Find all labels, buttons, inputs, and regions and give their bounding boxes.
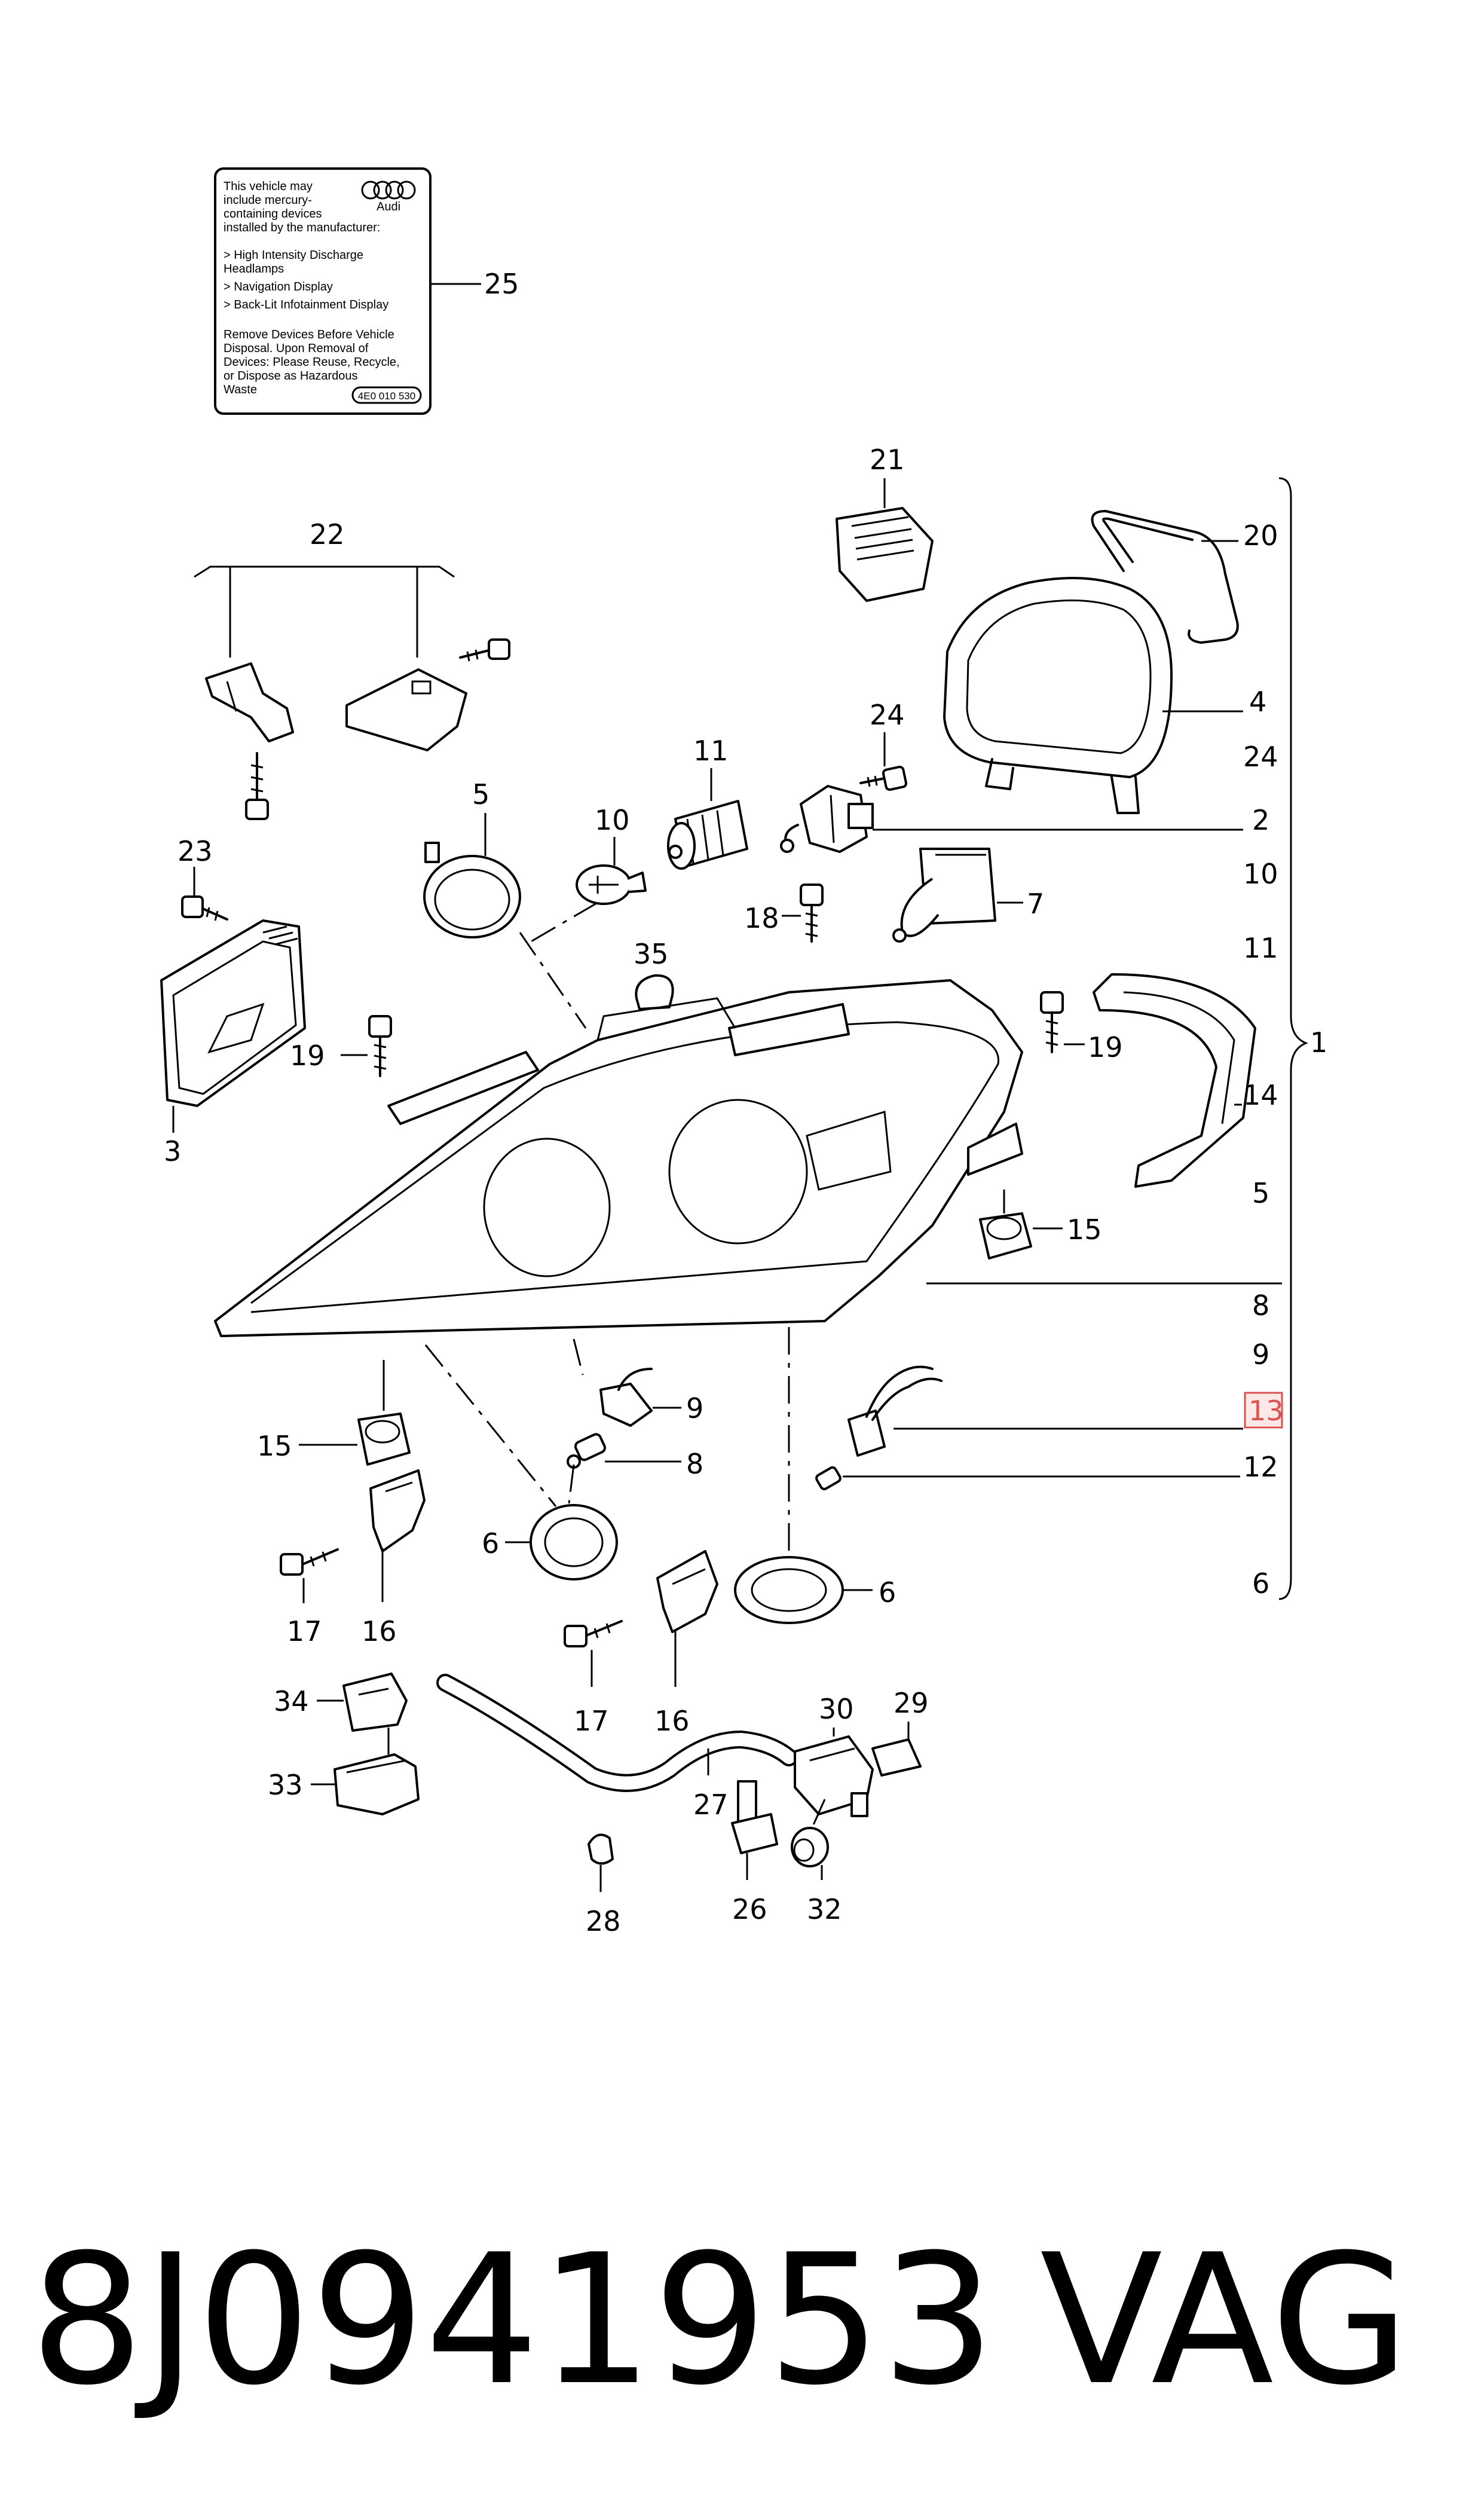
bulb-holder-9: [599, 1368, 653, 1427]
bulb-socket-2: [780, 785, 874, 853]
warning-label-text: This vehicle may include mercury- contai…: [224, 180, 403, 396]
xenon-bulb-7: [892, 848, 996, 943]
callout-24: 24: [870, 699, 905, 731]
callout-14: 14: [1243, 1079, 1278, 1111]
grommet-32: [791, 1827, 829, 1867]
callout-16-left: 16: [362, 1615, 397, 1647]
trim-strip-14: [1093, 973, 1256, 1188]
cover-ring-5: [423, 842, 521, 938]
callout-13-highlight[interactable]: [1244, 1392, 1283, 1429]
screw-23: [181, 895, 228, 921]
warning-label-card: [214, 167, 432, 415]
callout-23: 23: [178, 835, 213, 867]
callout-21: 21: [870, 444, 905, 476]
callout-18: 18: [744, 902, 779, 934]
bracket-set-22: [194, 565, 467, 751]
footer-brand: VAG: [1040, 2216, 1409, 2425]
bracket-16-right: [656, 1550, 718, 1633]
callout-34: 34: [274, 1685, 309, 1717]
bracket-16-left: [369, 1469, 426, 1552]
label-code-text: 4E0 010 530: [358, 390, 415, 402]
callout-28: 28: [586, 1905, 621, 1937]
callout-2: 2: [1252, 804, 1269, 836]
callout-22: 22: [310, 518, 345, 551]
callout-20: 20: [1243, 519, 1278, 552]
headlamp-housing-1: [214, 979, 1023, 1337]
plug-35: [635, 974, 674, 1010]
callout-10: 10: [595, 804, 630, 836]
bulb-8-left: [567, 1433, 606, 1469]
callout-6-left: 6: [482, 1527, 499, 1560]
callout-4: 4: [1249, 686, 1266, 718]
callout-25: 25: [484, 268, 519, 300]
callout-3: 3: [164, 1135, 181, 1167]
callout-26: 26: [732, 1893, 767, 1925]
assembly-line-5: [519, 932, 587, 1029]
bulb-holder-11: [667, 800, 748, 870]
screw-19-left: [368, 1015, 392, 1077]
washer-pump-30: [794, 1735, 874, 1817]
grommet-6-left: [530, 1504, 618, 1580]
callout-24-list: 24: [1243, 741, 1278, 773]
mount-15-right: [979, 1212, 1032, 1259]
mount-15-left: [357, 1413, 411, 1466]
screw-24: [859, 765, 908, 791]
callout-19-left: 19: [290, 1040, 325, 1072]
footer-part-number: 8J0941953: [30, 2216, 995, 2425]
control-unit-3: [160, 919, 306, 1107]
callout-16-right: 16: [654, 1705, 690, 1737]
callout-12: 12: [1243, 1451, 1278, 1483]
nozzle-26: [731, 1780, 778, 1854]
screw-18: [800, 883, 824, 943]
callout-15-right: 15: [1067, 1213, 1102, 1246]
callout-19-right: 19: [1088, 1031, 1123, 1063]
callout-8: 8: [686, 1448, 703, 1480]
callout-9-list: 9: [1252, 1338, 1269, 1371]
callout-6-right: 6: [879, 1576, 896, 1609]
callout-27: 27: [693, 1789, 729, 1821]
clip-29: [871, 1738, 922, 1777]
warning-label-25: Audi This vehicle may include mercury- c…: [214, 167, 432, 415]
callout-29: 29: [894, 1687, 929, 1719]
callout-17-left: 17: [287, 1615, 322, 1647]
callout-5-list: 5: [1252, 1177, 1269, 1209]
callout-9: 9: [686, 1392, 703, 1424]
screw-22b: [245, 752, 269, 820]
audi-rings-logo: Audi: [361, 181, 416, 213]
callout-5: 5: [472, 778, 489, 811]
bulb-12: [815, 1466, 842, 1491]
clip-34: [342, 1673, 408, 1732]
screw-17-left: [280, 1548, 339, 1576]
assembly-bracket-1: [1278, 477, 1309, 1600]
callout-32: 32: [807, 1893, 842, 1925]
callout-33: 33: [268, 1769, 303, 1801]
callout-8-list: 8: [1252, 1289, 1269, 1322]
wire-clip-20: [1091, 510, 1239, 644]
callout-6-list: 6: [1252, 1567, 1269, 1600]
callout-17-right: 17: [574, 1705, 609, 1737]
callout-1: 1: [1310, 1026, 1327, 1059]
callout-13[interactable]: 13: [1249, 1395, 1284, 1427]
callout-10-list: 10: [1243, 858, 1278, 890]
clip-33: [333, 1753, 420, 1815]
callout-7: 7: [1027, 888, 1044, 920]
lamp-socket-13: [847, 1365, 943, 1457]
callout-30: 30: [819, 1693, 854, 1725]
clip-28: [588, 1833, 614, 1865]
screw-22a: [459, 638, 510, 662]
audi-logo-text: Audi: [377, 200, 400, 213]
callout-11-list: 11: [1243, 932, 1278, 964]
washer-hose-27: [436, 1674, 798, 1792]
callout-11: 11: [693, 735, 729, 767]
screw-19-right: [1040, 991, 1064, 1053]
seal-frame-4: [943, 577, 1173, 814]
label-code-badge: [351, 386, 422, 404]
grommet-6-right: [734, 1556, 844, 1624]
connector-21: [836, 478, 934, 602]
screw-17-right: [564, 1620, 623, 1647]
callout-35: 35: [634, 938, 669, 970]
callout-15-left: 15: [257, 1430, 292, 1462]
bulb-10: [576, 864, 647, 905]
